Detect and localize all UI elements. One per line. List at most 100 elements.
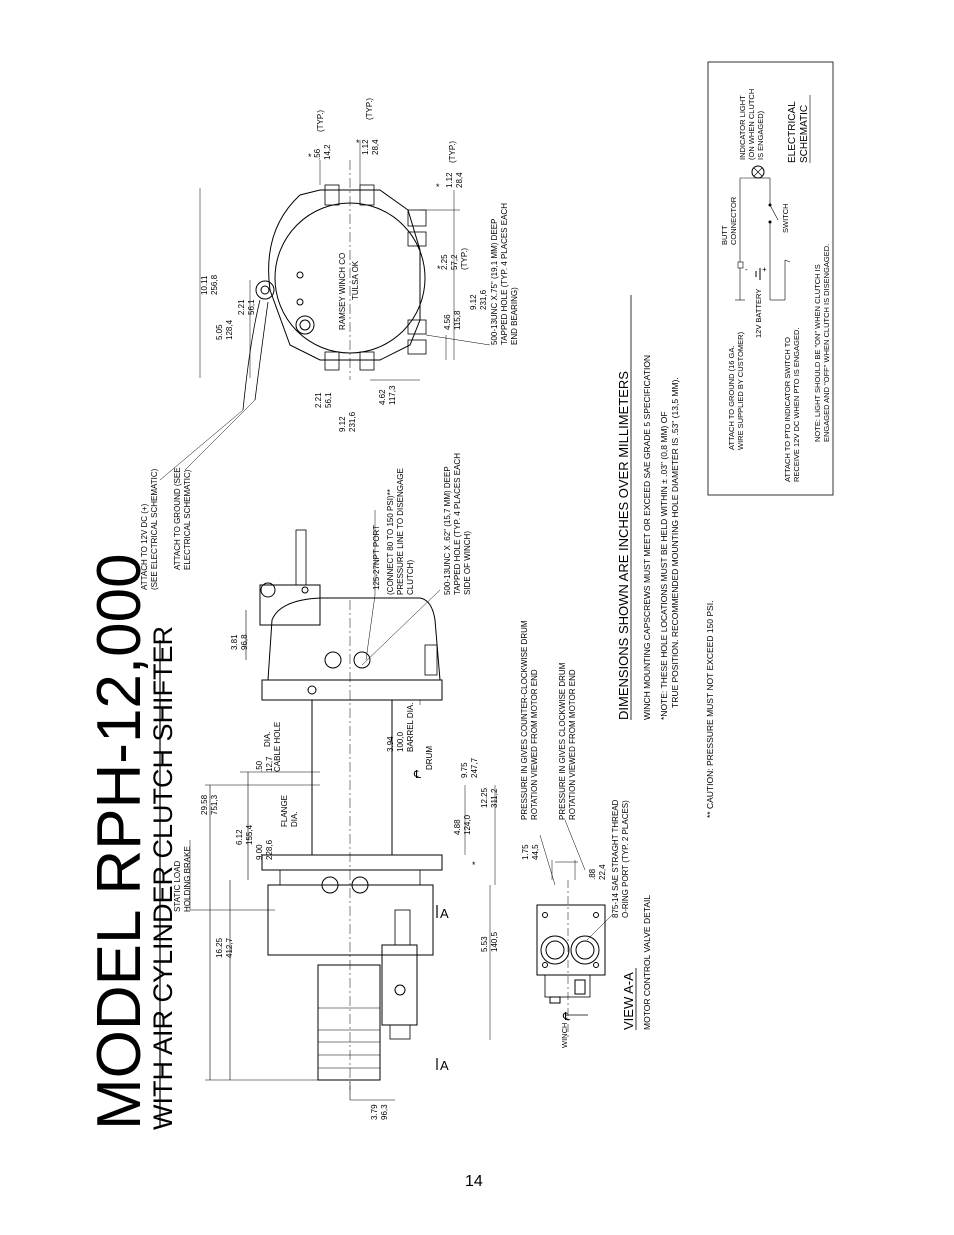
- dim-4-88: 4.88: [453, 819, 462, 835]
- svg-text:231,6: 231,6: [348, 411, 357, 432]
- svg-text:IS ENGAGED): IS ENGAGED): [756, 110, 765, 160]
- schematic-frame: [707, 61, 834, 496]
- mounting-note: WINCH MOUNTING CAPSCREWS MUST MEET OR EX…: [642, 355, 652, 720]
- asterisk-112-right: *: [436, 182, 440, 192]
- svg-text:96,3: 96,3: [380, 1104, 389, 1120]
- dim-0-50: .50: [255, 760, 264, 772]
- svg-text:CONNECTOR: CONNECTOR: [729, 196, 738, 245]
- ccw-note-2: ROTATION VIEWED FROM MOTOR END: [530, 669, 539, 820]
- asterisk-112: *: [356, 138, 360, 148]
- svg-text:WIRE SUPPLIED BY CUSTOMER): WIRE SUPPLIED BY CUSTOMER): [736, 331, 745, 450]
- svg-text:(ON WHEN CLUTCH: (ON WHEN CLUTCH: [747, 89, 756, 160]
- svg-text:RECEIVE 12V DC WHEN PTO IS ENG: RECEIVE 12V DC WHEN PTO IS ENGAGED.: [792, 328, 801, 482]
- svg-text:(CONNECT 80 TO 150 PSI)**: (CONNECT 80 TO 150 PSI)**: [386, 489, 395, 595]
- svg-text:247,7: 247,7: [470, 757, 479, 778]
- svg-text:155,4: 155,4: [245, 824, 254, 845]
- maker-city: TULSA OK: [351, 260, 360, 300]
- svg-text:DIMENSIONS SHOWN ARE INCHES OV: DIMENSIONS SHOWN ARE INCHES OVER MILLIME…: [616, 371, 631, 720]
- view-aa-detail: VIEW A-A MOTOR CONTROL VALVE DETAIL WINC…: [520, 620, 652, 1048]
- dim-0-88: .88: [588, 868, 597, 880]
- svg-text:(TYP.): (TYP.): [460, 248, 469, 270]
- winch-centerline-label: WINCH: [560, 1023, 569, 1048]
- svg-text:100,0: 100,0: [396, 731, 405, 752]
- svg-text:TAPPED HOLE (TYP. 4 PLACES EAC: TAPPED HOLE (TYP. 4 PLACES EACH: [453, 453, 462, 595]
- end-tap-note: 500-13UNC X.75" (19,1 MM) DEEP: [490, 219, 499, 345]
- svg-text:256,8: 256,8: [210, 274, 219, 295]
- svg-text:CLUTCH): CLUTCH): [406, 560, 415, 595]
- svg-text:HOLDING BRAKE: HOLDING BRAKE: [183, 846, 192, 912]
- indicator-light-label: INDICATOR LIGHT: [738, 95, 747, 160]
- dim-3-81: 3.81: [230, 634, 239, 650]
- svg-text:128,4: 128,4: [225, 319, 234, 340]
- dim-5-05: 5.05: [215, 324, 224, 340]
- svg-text:311,2: 311,2: [490, 788, 499, 808]
- dim-1-12-right: 1.12: [445, 172, 454, 188]
- port-note-1: 875-14 SAE STRAGHT THREAD: [611, 799, 620, 918]
- dim-9-12-left: 9.12: [338, 416, 347, 432]
- dim-4-62: 4.62: [378, 389, 387, 405]
- asterisk-225: *: [437, 264, 441, 274]
- light-note: NOTE: LIGHT SHOULD BE "ON" WHEN CLUTCH I…: [813, 264, 822, 442]
- caution-note: ** CAUTION: PRESSURE MUST NOT EXCEED 150…: [705, 601, 715, 818]
- ground-note: ATTACH TO GROUND (16 GA.: [727, 346, 736, 450]
- svg-text:12,7: 12,7: [265, 756, 274, 772]
- svg-text:PRESSURE LINE TO DISENGAGE: PRESSURE LINE TO DISENGAGE: [396, 468, 405, 595]
- svg-text:14,2: 14,2: [323, 144, 332, 160]
- svg-text:28,4: 28,4: [455, 172, 464, 188]
- dim-2-21-top: 2.21: [237, 299, 246, 315]
- port-note-2: O-RING PORT (TYP. 2 PLACES): [621, 800, 630, 918]
- dim-2-21-bottom: 2.21: [314, 392, 323, 408]
- typ-right: (TYP.): [448, 141, 457, 163]
- dim-3-79: 3.79: [370, 1104, 379, 1120]
- svg-text:TAPPED HOLE (TYP. 4 PLACES EAC: TAPPED HOLE (TYP. 4 PLACES EACH: [500, 203, 509, 345]
- battery-minus: -: [745, 265, 748, 274]
- svg-text:117,3: 117,3: [388, 385, 397, 405]
- svg-text:96,8: 96,8: [240, 634, 249, 650]
- svg-text:SIDE OF WINCH): SIDE OF WINCH): [463, 531, 472, 595]
- svg-text:WINCH MOUNTING CAPSCREWS MUST: WINCH MOUNTING CAPSCREWS MUST MEET OR EX…: [642, 355, 652, 720]
- svg-text:56,1: 56,1: [324, 392, 333, 408]
- npt-port-note: 125-27NPT PORT: [372, 525, 381, 590]
- pto-note: ATTACH TO PTO INDICATOR SWITCH TO: [783, 337, 792, 482]
- battery-plus: +: [762, 265, 767, 274]
- svg-text:*NOTE: THESE HOLE LOCATIONS MU: *NOTE: THESE HOLE LOCATIONS MUST BE HELD…: [659, 411, 669, 720]
- svg-text:ENGAGED AND "OFF" WHEN CLUTCH: ENGAGED AND "OFF" WHEN CLUTCH IS DISENGA…: [822, 244, 831, 442]
- view-aa-caption: MOTOR CONTROL VALVE DETAIL: [642, 895, 652, 1030]
- dim-2-25: 2.25: [440, 254, 449, 270]
- attach-12v-label: ATTACH TO 12V DC (+): [140, 503, 149, 590]
- side-tap-note: 500-13UNC X .62" (15,7 MM) DEEP: [443, 466, 452, 595]
- end-view: RAMSEY WINCH CO TULSA OK ATTACH TO 12V D…: [140, 98, 519, 590]
- svg-text:228,6: 228,6: [265, 839, 274, 860]
- dim-44-5: 44,5: [531, 844, 540, 860]
- cable-hole-label: DIA.: [263, 731, 272, 747]
- asterisk-056: *: [308, 152, 312, 162]
- dim-6-12: 6.12: [235, 829, 244, 845]
- static-load-label: STATIC LOAD: [173, 861, 182, 912]
- view-aa-title: VIEW A-A: [621, 972, 636, 1030]
- barrel-dia-label: BARREL DIA.: [406, 703, 415, 753]
- dim-9-00: 9.00: [255, 844, 264, 860]
- svg-text:SCHEMATIC: SCHEMATIC: [799, 105, 810, 163]
- page-number: 14: [465, 1173, 483, 1190]
- typ-056: (TYP.): [316, 110, 325, 132]
- winch-cl-symbol: ℄: [562, 1011, 570, 1023]
- model-title: MODEL RPH-12,000: [85, 553, 154, 1130]
- svg-text:231,6: 231,6: [479, 289, 488, 310]
- battery-label: 12V BATTERY: [754, 289, 763, 338]
- dim-16-25: 16.25: [215, 937, 224, 958]
- svg-text:END BEARING): END BEARING): [510, 287, 519, 345]
- svg-text:28,4: 28,4: [371, 139, 380, 155]
- side-view: A A STATIC LOAD HOLDING BRAKE 29.58 751,…: [173, 453, 499, 1120]
- dim-1-75: 1.75: [521, 844, 530, 860]
- maker-name: RAMSEY WINCH CO: [338, 253, 347, 330]
- svg-text:56,1: 56,1: [247, 299, 256, 315]
- dim-4-56: 4.56: [443, 314, 452, 330]
- svg-text:140,5: 140,5: [490, 931, 499, 952]
- svg-text:ELECTRICAL SCHEMATIC): ELECTRICAL SCHEMATIC): [183, 469, 192, 570]
- ccw-note-1: PRESSURE IN GIVES COUNTER-CLOCKWISE DRUM: [520, 620, 529, 820]
- cw-note-2: ROTATION VIEWED FROM MOTOR END: [568, 669, 577, 820]
- title-block: MODEL RPH-12,000 WITH AIR CYLINDER CLUTC…: [85, 553, 178, 1130]
- switch-label: SWITCH: [781, 203, 790, 233]
- butt-connector-label: BUTT: [720, 225, 729, 245]
